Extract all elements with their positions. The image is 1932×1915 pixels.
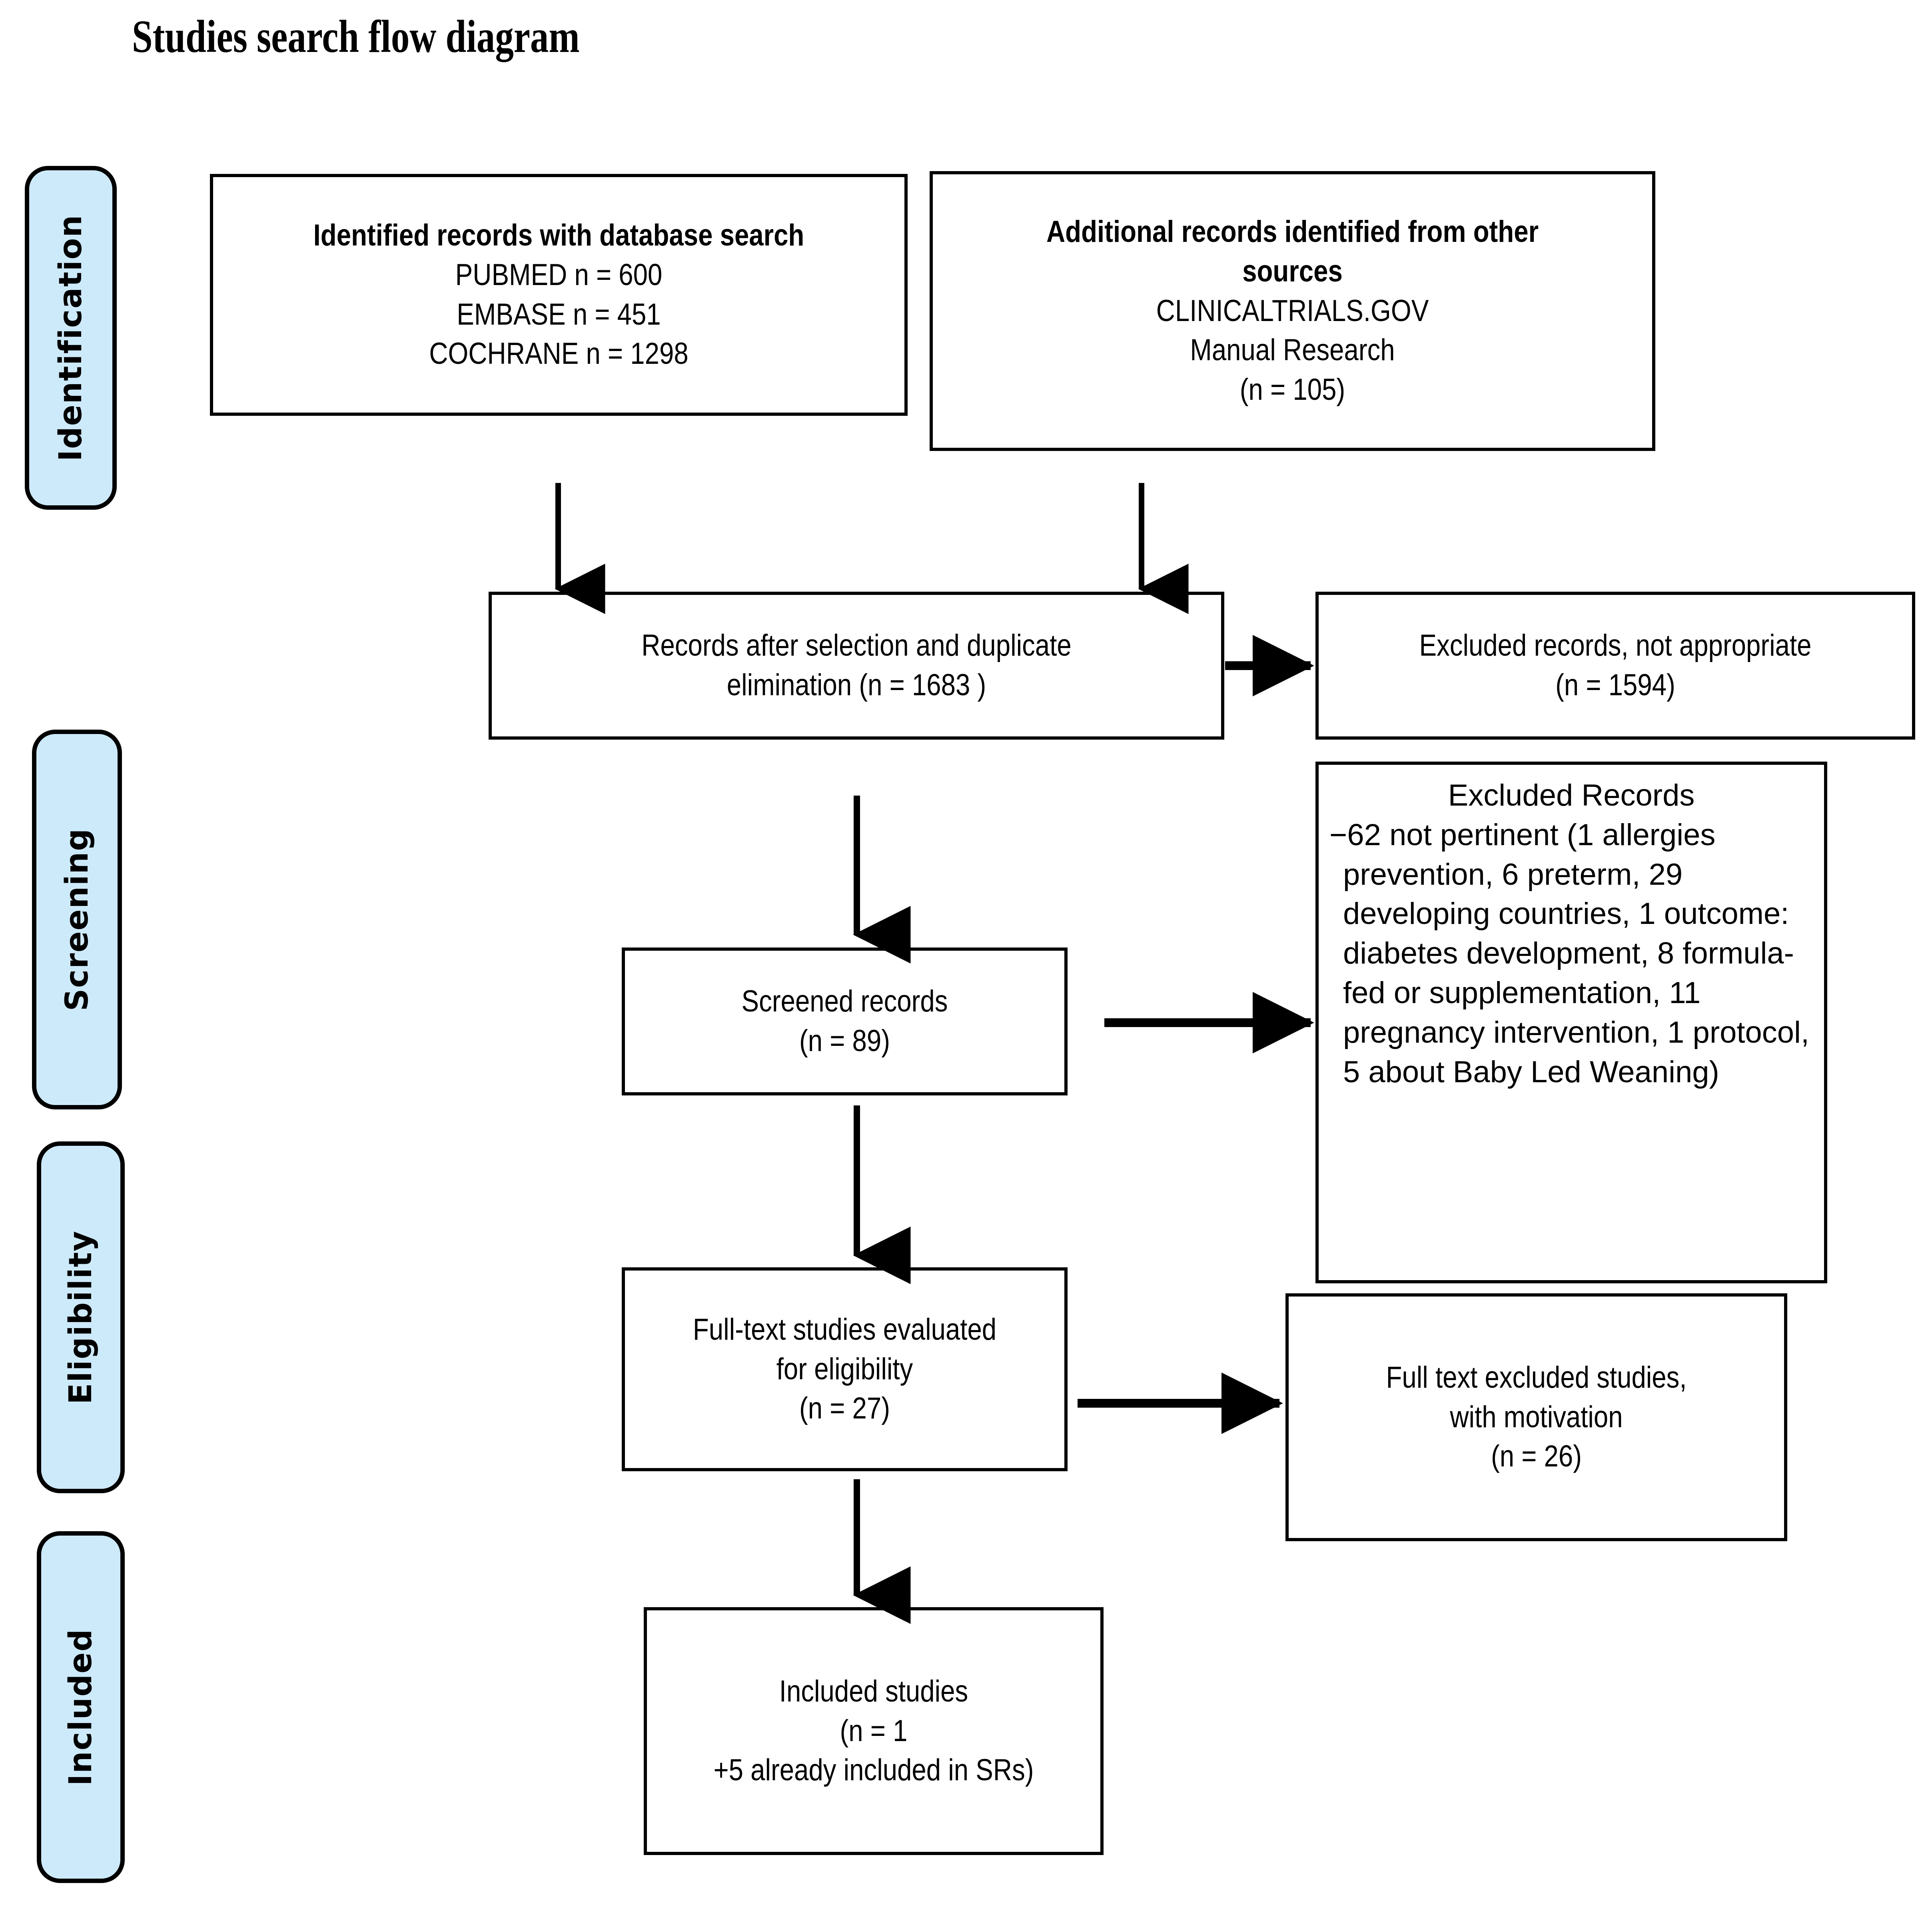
box-additional-records-line-4: Manual Research bbox=[1190, 333, 1395, 367]
box-screened-records-line-1: Screened records bbox=[741, 984, 948, 1019]
stage-pill-eligibility: Eligibility bbox=[37, 1141, 125, 1493]
box-records-after-dedup: Records after selection and duplicate el… bbox=[489, 592, 1224, 740]
stage-label-eligibility: Eligibility bbox=[63, 1230, 99, 1404]
box-excluded-not-appropriate-line-2: (n = 1594) bbox=[1555, 668, 1675, 702]
box-additional-records: Additional records identified from other… bbox=[930, 171, 1655, 451]
box-additional-records-line-3: CLINICALTRIALS.GOV bbox=[1156, 293, 1429, 328]
stage-pill-included: Included bbox=[37, 1531, 125, 1883]
box-full-text-excluded-line-2: with motivation bbox=[1450, 1400, 1623, 1434]
box-records-after-dedup-line-1: Records after selection and duplicate bbox=[641, 628, 1072, 663]
box-excluded-records-detail-body: −62 not pertinent (1 allergies preventio… bbox=[1329, 818, 1810, 1089]
box-records-after-dedup-line-2: elimination (n = 1683 ) bbox=[726, 668, 986, 702]
box-identified-records: Identified records with database search … bbox=[210, 174, 908, 416]
box-identified-records-line-3: EMBASE n = 451 bbox=[457, 297, 661, 331]
box-included-studies-line-1: Included studies bbox=[779, 1674, 968, 1708]
box-excluded-not-appropriate-line-1: Excluded records, not appropriate bbox=[1419, 628, 1812, 663]
box-identified-records-line-4: COCHRANE n = 1298 bbox=[429, 337, 689, 371]
box-identified-records-line-1: Identified records with database search bbox=[313, 218, 804, 252]
box-excluded-not-appropriate: Excluded records, not appropriate (n = 1… bbox=[1315, 592, 1915, 740]
box-included-studies-line-3: +5 already included in SRs) bbox=[713, 1753, 1034, 1787]
stage-label-included: Included bbox=[63, 1628, 99, 1786]
box-full-text-evaluated-line-3: (n = 27) bbox=[799, 1391, 890, 1426]
box-full-text-excluded-line-1: Full text excluded studies, bbox=[1386, 1360, 1687, 1394]
box-full-text-evaluated-line-1: Full-text studies evaluated bbox=[693, 1312, 997, 1346]
box-excluded-records-detail: Excluded Records −62 not pertinent (1 al… bbox=[1315, 762, 1827, 1283]
box-full-text-evaluated-line-2: for eligibility bbox=[776, 1352, 913, 1386]
box-additional-records-line-2: sources bbox=[1242, 254, 1343, 288]
box-full-text-excluded-line-3: (n = 26) bbox=[1491, 1439, 1582, 1474]
stage-label-screening: Screening bbox=[59, 828, 95, 1011]
box-screened-records-line-2: (n = 89) bbox=[799, 1024, 890, 1058]
box-identified-records-line-2: PUBMED n = 600 bbox=[455, 257, 663, 292]
box-included-studies: Included studies (n = 1 +5 already inclu… bbox=[644, 1607, 1104, 1855]
box-full-text-evaluated: Full-text studies evaluated for eligibil… bbox=[622, 1267, 1068, 1471]
box-screened-records: Screened records (n = 89) bbox=[622, 948, 1068, 1095]
box-full-text-excluded: Full text excluded studies, with motivat… bbox=[1285, 1293, 1787, 1541]
box-additional-records-line-1: Additional records identified from other bbox=[1046, 215, 1539, 249]
page-title: Studies search flow diagram bbox=[132, 11, 580, 62]
box-included-studies-line-2: (n = 1 bbox=[840, 1714, 908, 1748]
stage-label-identification: Identification bbox=[53, 214, 89, 461]
stage-pill-screening: Screening bbox=[32, 730, 122, 1109]
stage-pill-identification: Identification bbox=[25, 166, 117, 510]
box-additional-records-line-5: (n = 105) bbox=[1239, 373, 1345, 407]
box-excluded-records-detail-heading: Excluded Records bbox=[1448, 778, 1695, 812]
